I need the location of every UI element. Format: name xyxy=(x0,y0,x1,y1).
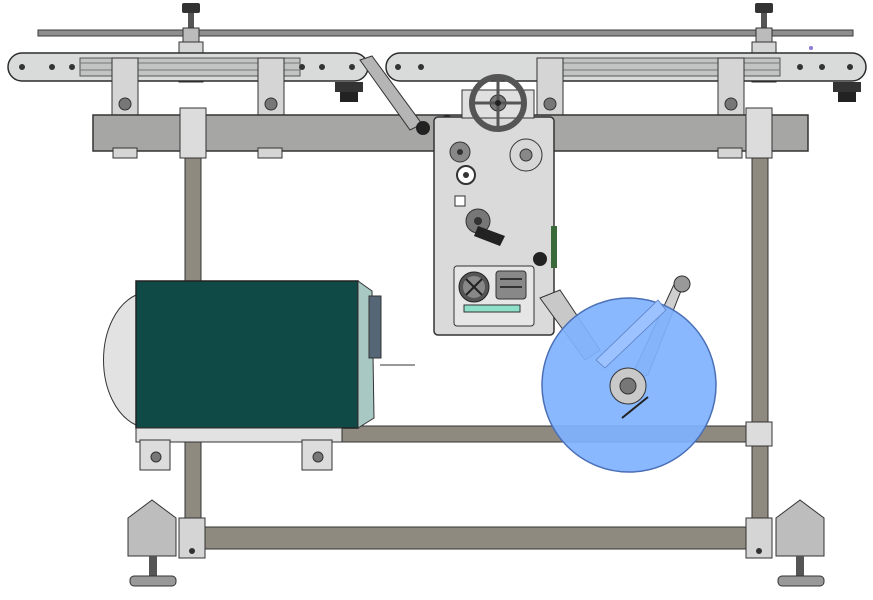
top-guide-rail xyxy=(37,29,854,37)
conveyor-right xyxy=(385,52,867,119)
mode-dial-icon[interactable] xyxy=(458,271,490,303)
conveyor-left xyxy=(7,52,369,119)
accent-marker xyxy=(809,46,813,50)
leveling-foot-left xyxy=(127,499,206,587)
leveling-foot-right xyxy=(745,499,825,587)
speed-dial-icon[interactable] xyxy=(495,270,527,300)
label-roll xyxy=(539,275,717,473)
control-panel xyxy=(453,265,535,327)
label-printer xyxy=(103,280,415,471)
display-strip xyxy=(463,304,521,313)
handwheel-icon[interactable] xyxy=(469,74,527,132)
